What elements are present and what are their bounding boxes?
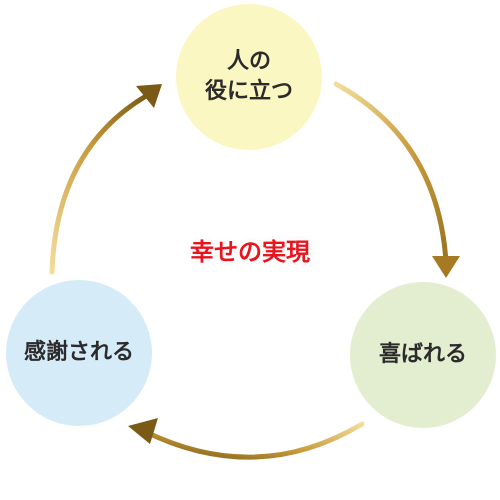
arrow-top-to-right [333,81,449,265]
node-be-appreciated-joy: 喜ばれる [350,282,496,428]
node-be-appreciated-joy-label: 喜ばれる [378,342,467,368]
node-help-others-line2: 役に立つ [204,79,293,104]
arrow-left-to-top [49,93,149,275]
arrowhead-top-to-right [432,256,460,278]
node-be-thanked: 感謝される [6,280,152,426]
arrowhead-left-to-top [136,84,162,108]
node-help-others: 人の 役に立つ [176,4,322,150]
node-be-thanked-label: 感謝される [23,340,134,366]
arrowhead-right-to-left [128,418,158,444]
node-help-others-line1: 人の [226,49,271,75]
center-title: 幸せの実現 [190,238,310,266]
arrow-right-to-left [143,421,365,460]
